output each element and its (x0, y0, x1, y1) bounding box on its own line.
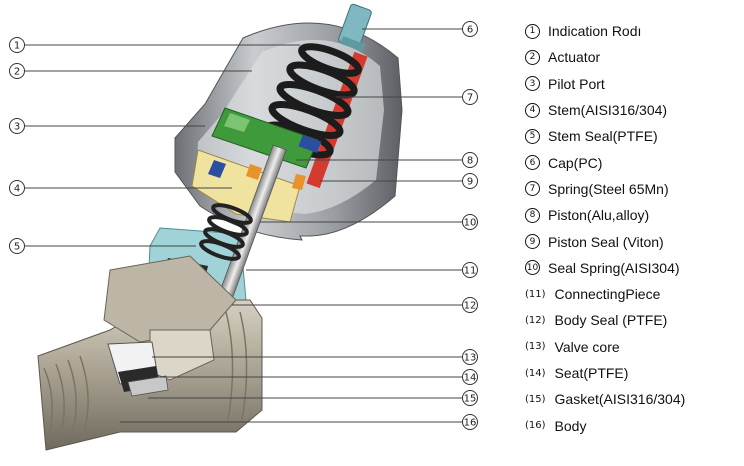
cylinder-base (191, 149, 306, 223)
legend-number: (15) (525, 393, 546, 405)
legend-number: 3 (525, 76, 540, 92)
callout-circle-1 (9, 37, 25, 53)
callout-circle-12 (462, 297, 478, 313)
legend-label: Body (554, 417, 587, 434)
legend-item-9: 9 Piston Seal (Viton) (525, 228, 740, 254)
legend-item-4: 4 Stem(AISI316/304) (525, 97, 740, 123)
legend-label: Stem(AISI316/304) (548, 102, 668, 119)
valve-core (107, 341, 169, 397)
legend-label: Indication Rodı (548, 23, 642, 40)
callout-circle-8 (462, 152, 478, 168)
legend-number: 10 (525, 260, 540, 276)
callout-number-13: 13 (464, 353, 477, 364)
legend-item-13: (13) Valve core (525, 334, 740, 360)
seal-spring (199, 203, 253, 261)
callout-circle-7 (462, 89, 478, 105)
legend-label: Actuator (548, 49, 601, 66)
legend-number: (11) (525, 288, 546, 300)
callout-number-16: 16 (464, 418, 477, 429)
legend-number: (16) (525, 420, 546, 432)
callout-number-11: 11 (464, 266, 477, 277)
legend-label: Seat(PTFE) (554, 365, 629, 381)
callout-number-5: 5 (14, 242, 20, 253)
legend-item-7: 7 Spring(Steel 65Mn) (525, 176, 740, 202)
legend-number: 2 (525, 49, 540, 65)
legend-number: (14) (525, 367, 546, 379)
callout-circle-3 (9, 118, 25, 134)
callout-circle-2 (9, 63, 25, 79)
callout-circle-14 (462, 369, 478, 385)
legend-item-6: 6 Cap(PC) (525, 149, 740, 175)
callout-circle-9 (462, 173, 478, 189)
callout-number-8: 8 (467, 156, 473, 167)
legend-number: 6 (525, 155, 540, 171)
legend-item-12: (12) Body Seal (PTFE) (525, 307, 740, 333)
legend-number: 1 (525, 23, 540, 39)
legend-number: 7 (525, 181, 540, 197)
legend-item-8: 8 Piston(Alu,alloy) (525, 202, 740, 228)
callout-number-9: 9 (467, 177, 473, 188)
legend-number: 5 (525, 128, 540, 144)
callout-circle-6 (462, 21, 478, 37)
callout-number-15: 15 (464, 394, 477, 405)
legend-item-2: 2 Actuator (525, 44, 740, 70)
callout-number-10: 10 (464, 218, 477, 229)
callout-circle-5 (9, 238, 25, 254)
legend-number: 9 (525, 234, 540, 250)
callout-number-6: 6 (467, 25, 473, 36)
leader-lines (25, 28, 462, 423)
legend-label: Valve core (554, 338, 620, 355)
legend-item-16: (16) Body (525, 412, 740, 438)
callout-number-14: 14 (464, 373, 477, 384)
callout-number-4: 4 (14, 184, 20, 195)
legend-item-10: 10 Seal Spring(AISI304) (525, 255, 740, 281)
legend-label: Spring(Steel 65Mn) (548, 180, 669, 197)
legend-label: Gasket(AISI316/304) (554, 391, 686, 408)
legend-item-15: (15) Gasket(AISI316/304) (525, 386, 740, 412)
callout-number-2: 2 (14, 67, 20, 78)
legend-item-3: 3 Pilot Port (525, 71, 740, 97)
callout-number-7: 7 (467, 93, 473, 104)
callout-number-3: 3 (14, 122, 20, 133)
callout-circle-11 (462, 262, 478, 278)
callout-circle-16 (462, 414, 478, 430)
legend-item-11: (11) ConnectingPiece (525, 281, 740, 307)
spring (262, 43, 362, 159)
legend-item-1: 1 Indication Rodı (525, 18, 740, 44)
callout-number-12: 12 (464, 301, 477, 312)
legend-number: 8 (525, 207, 540, 223)
legend-label: Piston(Alu,alloy) (548, 207, 650, 224)
callout-number-1: 1 (14, 41, 20, 52)
callout-circle-13 (462, 349, 478, 365)
callout-circle-10 (462, 214, 478, 230)
legend-number: (12) (525, 314, 546, 326)
legend-item-5: 5 Stem Seal(PTFE) (525, 123, 740, 149)
legend-label: Cap(PC) (548, 154, 603, 171)
legend-label: Body Seal (PTFE) (554, 312, 668, 329)
legend-label: Piston Seal (Viton) (548, 233, 664, 250)
legend-item-14: (14) Seat(PTFE) (525, 360, 740, 386)
piston (211, 107, 322, 169)
callout-circle-15 (462, 390, 478, 406)
legend-number: 4 (525, 102, 540, 118)
legend-label: ConnectingPiece (554, 286, 661, 303)
legend-label: Pilot Port (548, 75, 605, 92)
cap (338, 3, 372, 52)
legend-number: (13) (525, 341, 546, 353)
legend-label: Seal Spring(AISI304) (548, 259, 680, 276)
legend-label: Stem Seal(PTFE) (548, 128, 658, 145)
callout-circle-4 (9, 180, 25, 196)
